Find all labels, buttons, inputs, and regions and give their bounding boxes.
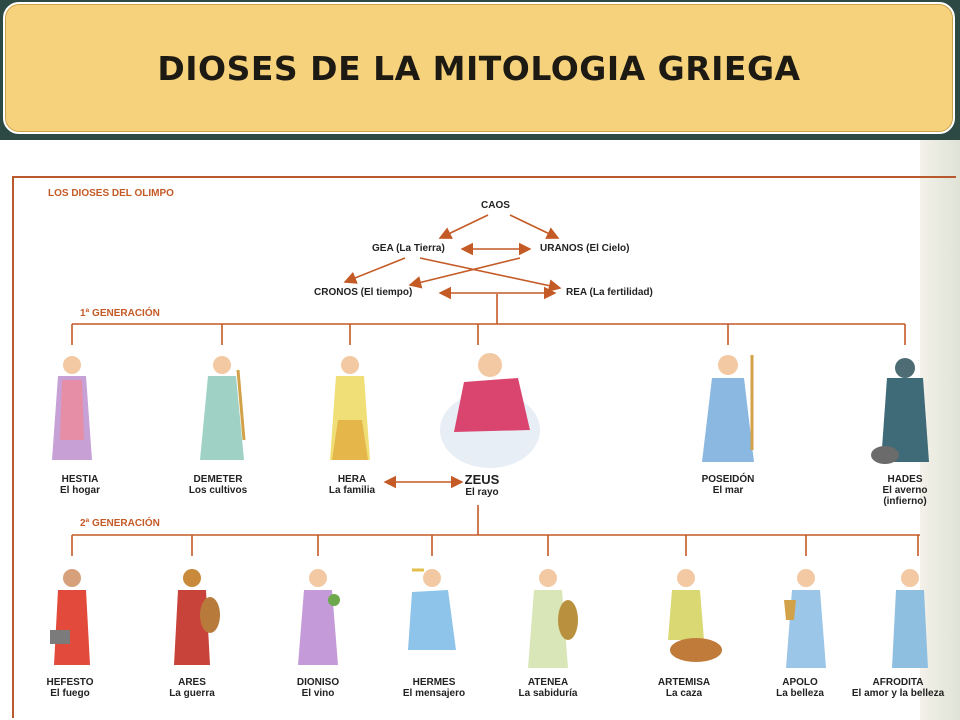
node-caos: CAOS bbox=[481, 200, 510, 211]
god-domain: El averno bbox=[882, 485, 928, 496]
god-dioniso: DIONISO El vino bbox=[253, 677, 383, 699]
god-name: ZEUS bbox=[464, 472, 500, 487]
figure-dioniso bbox=[298, 569, 340, 665]
figure-hades bbox=[871, 358, 929, 464]
god-demeter: DEMETER Los cultivos bbox=[153, 474, 283, 496]
god-domain: El mensajero bbox=[402, 688, 466, 699]
god-domain: La guerra bbox=[169, 688, 215, 699]
god-domain: El vino bbox=[301, 688, 335, 699]
god-name: DEMETER bbox=[193, 474, 243, 485]
figure-hermes bbox=[408, 568, 456, 650]
god-zeus: ZEUS El rayo bbox=[417, 472, 547, 498]
node-uranos: URANOS (El Cielo) bbox=[540, 243, 630, 254]
god-domain-note: (infierno) bbox=[883, 496, 927, 507]
link-caos-uranos bbox=[509, 214, 560, 239]
slide-title: DIOSES DE LA MITOLOGIA GRIEGA bbox=[157, 49, 801, 88]
link-caos-gea bbox=[438, 214, 489, 239]
god-atenea: ATENEA La sabiduría bbox=[483, 677, 613, 699]
god-hera: HERA La familia bbox=[287, 474, 417, 496]
god-domain: El amor y la belleza bbox=[851, 688, 945, 699]
god-apolo: APOLO La belleza bbox=[735, 677, 865, 699]
figure-hestia bbox=[52, 356, 92, 460]
link-gea-cronos bbox=[343, 257, 406, 284]
gen1-label: 1ª GENERACIÓN bbox=[80, 308, 160, 319]
figure-apolo bbox=[784, 569, 826, 668]
god-name: APOLO bbox=[782, 677, 818, 688]
god-name: HADES bbox=[887, 474, 923, 485]
god-hefesto: HEFESTO El fuego bbox=[5, 677, 135, 699]
god-domain: La familia bbox=[328, 485, 376, 496]
figure-hefesto bbox=[50, 569, 90, 665]
figure-artemisa bbox=[668, 569, 722, 662]
figure-demeter bbox=[200, 356, 246, 460]
node-cronos: CRONOS (El tiempo) bbox=[314, 287, 413, 298]
diagram-frame bbox=[12, 176, 956, 718]
diagram-heading: LOS DIOSES DEL OLIMPO bbox=[48, 188, 174, 199]
figure-ares bbox=[174, 569, 220, 665]
god-name: POSEIDÓN bbox=[701, 474, 755, 485]
god-domain: La sabiduría bbox=[518, 688, 578, 699]
god-poseidon: POSEIDÓN El mar bbox=[663, 474, 793, 496]
god-name: DIONISO bbox=[296, 677, 340, 688]
link-uranos-cronos bbox=[408, 257, 521, 289]
figure-atenea bbox=[528, 569, 578, 668]
god-name: ATENEA bbox=[527, 677, 569, 688]
god-hestia: HESTIA El hogar bbox=[15, 474, 145, 496]
link-gea-rea bbox=[419, 257, 562, 292]
god-afrodita: AFRODITA El amor y la belleza bbox=[840, 677, 956, 699]
god-domain: El rayo bbox=[465, 487, 499, 498]
god-ares: ARES La guerra bbox=[127, 677, 257, 699]
god-hermes: HERMES El mensajero bbox=[369, 677, 499, 699]
god-name: ARES bbox=[178, 677, 206, 688]
gen2-label: 2ª GENERACIÓN bbox=[80, 518, 160, 529]
god-name: AFRODITA bbox=[872, 677, 924, 688]
node-rea: REA (La fertilidad) bbox=[566, 287, 653, 298]
god-domain: El mar bbox=[712, 485, 744, 496]
figure-hera bbox=[330, 356, 370, 460]
figure-poseidon bbox=[702, 355, 754, 462]
god-hades: HADES El averno (infierno) bbox=[860, 474, 950, 507]
god-domain: El hogar bbox=[59, 485, 100, 496]
god-name: HERA bbox=[337, 474, 367, 485]
god-name: ARTEMISA bbox=[657, 677, 711, 688]
god-name: HERMES bbox=[412, 677, 456, 688]
god-artemisa: ARTEMISA La caza bbox=[619, 677, 749, 699]
god-name: HESTIA bbox=[61, 474, 99, 485]
title-box: DIOSES DE LA MITOLOGIA GRIEGA bbox=[3, 2, 955, 134]
node-gea: GEA (La Tierra) bbox=[372, 243, 445, 254]
figure-afrodita bbox=[892, 569, 928, 668]
god-domain: El fuego bbox=[50, 688, 90, 699]
god-name: HEFESTO bbox=[46, 677, 94, 688]
god-domain: Los cultivos bbox=[188, 485, 248, 496]
god-domain: La belleza bbox=[776, 688, 824, 699]
god-domain: La caza bbox=[665, 688, 703, 699]
figure-zeus bbox=[440, 353, 540, 468]
